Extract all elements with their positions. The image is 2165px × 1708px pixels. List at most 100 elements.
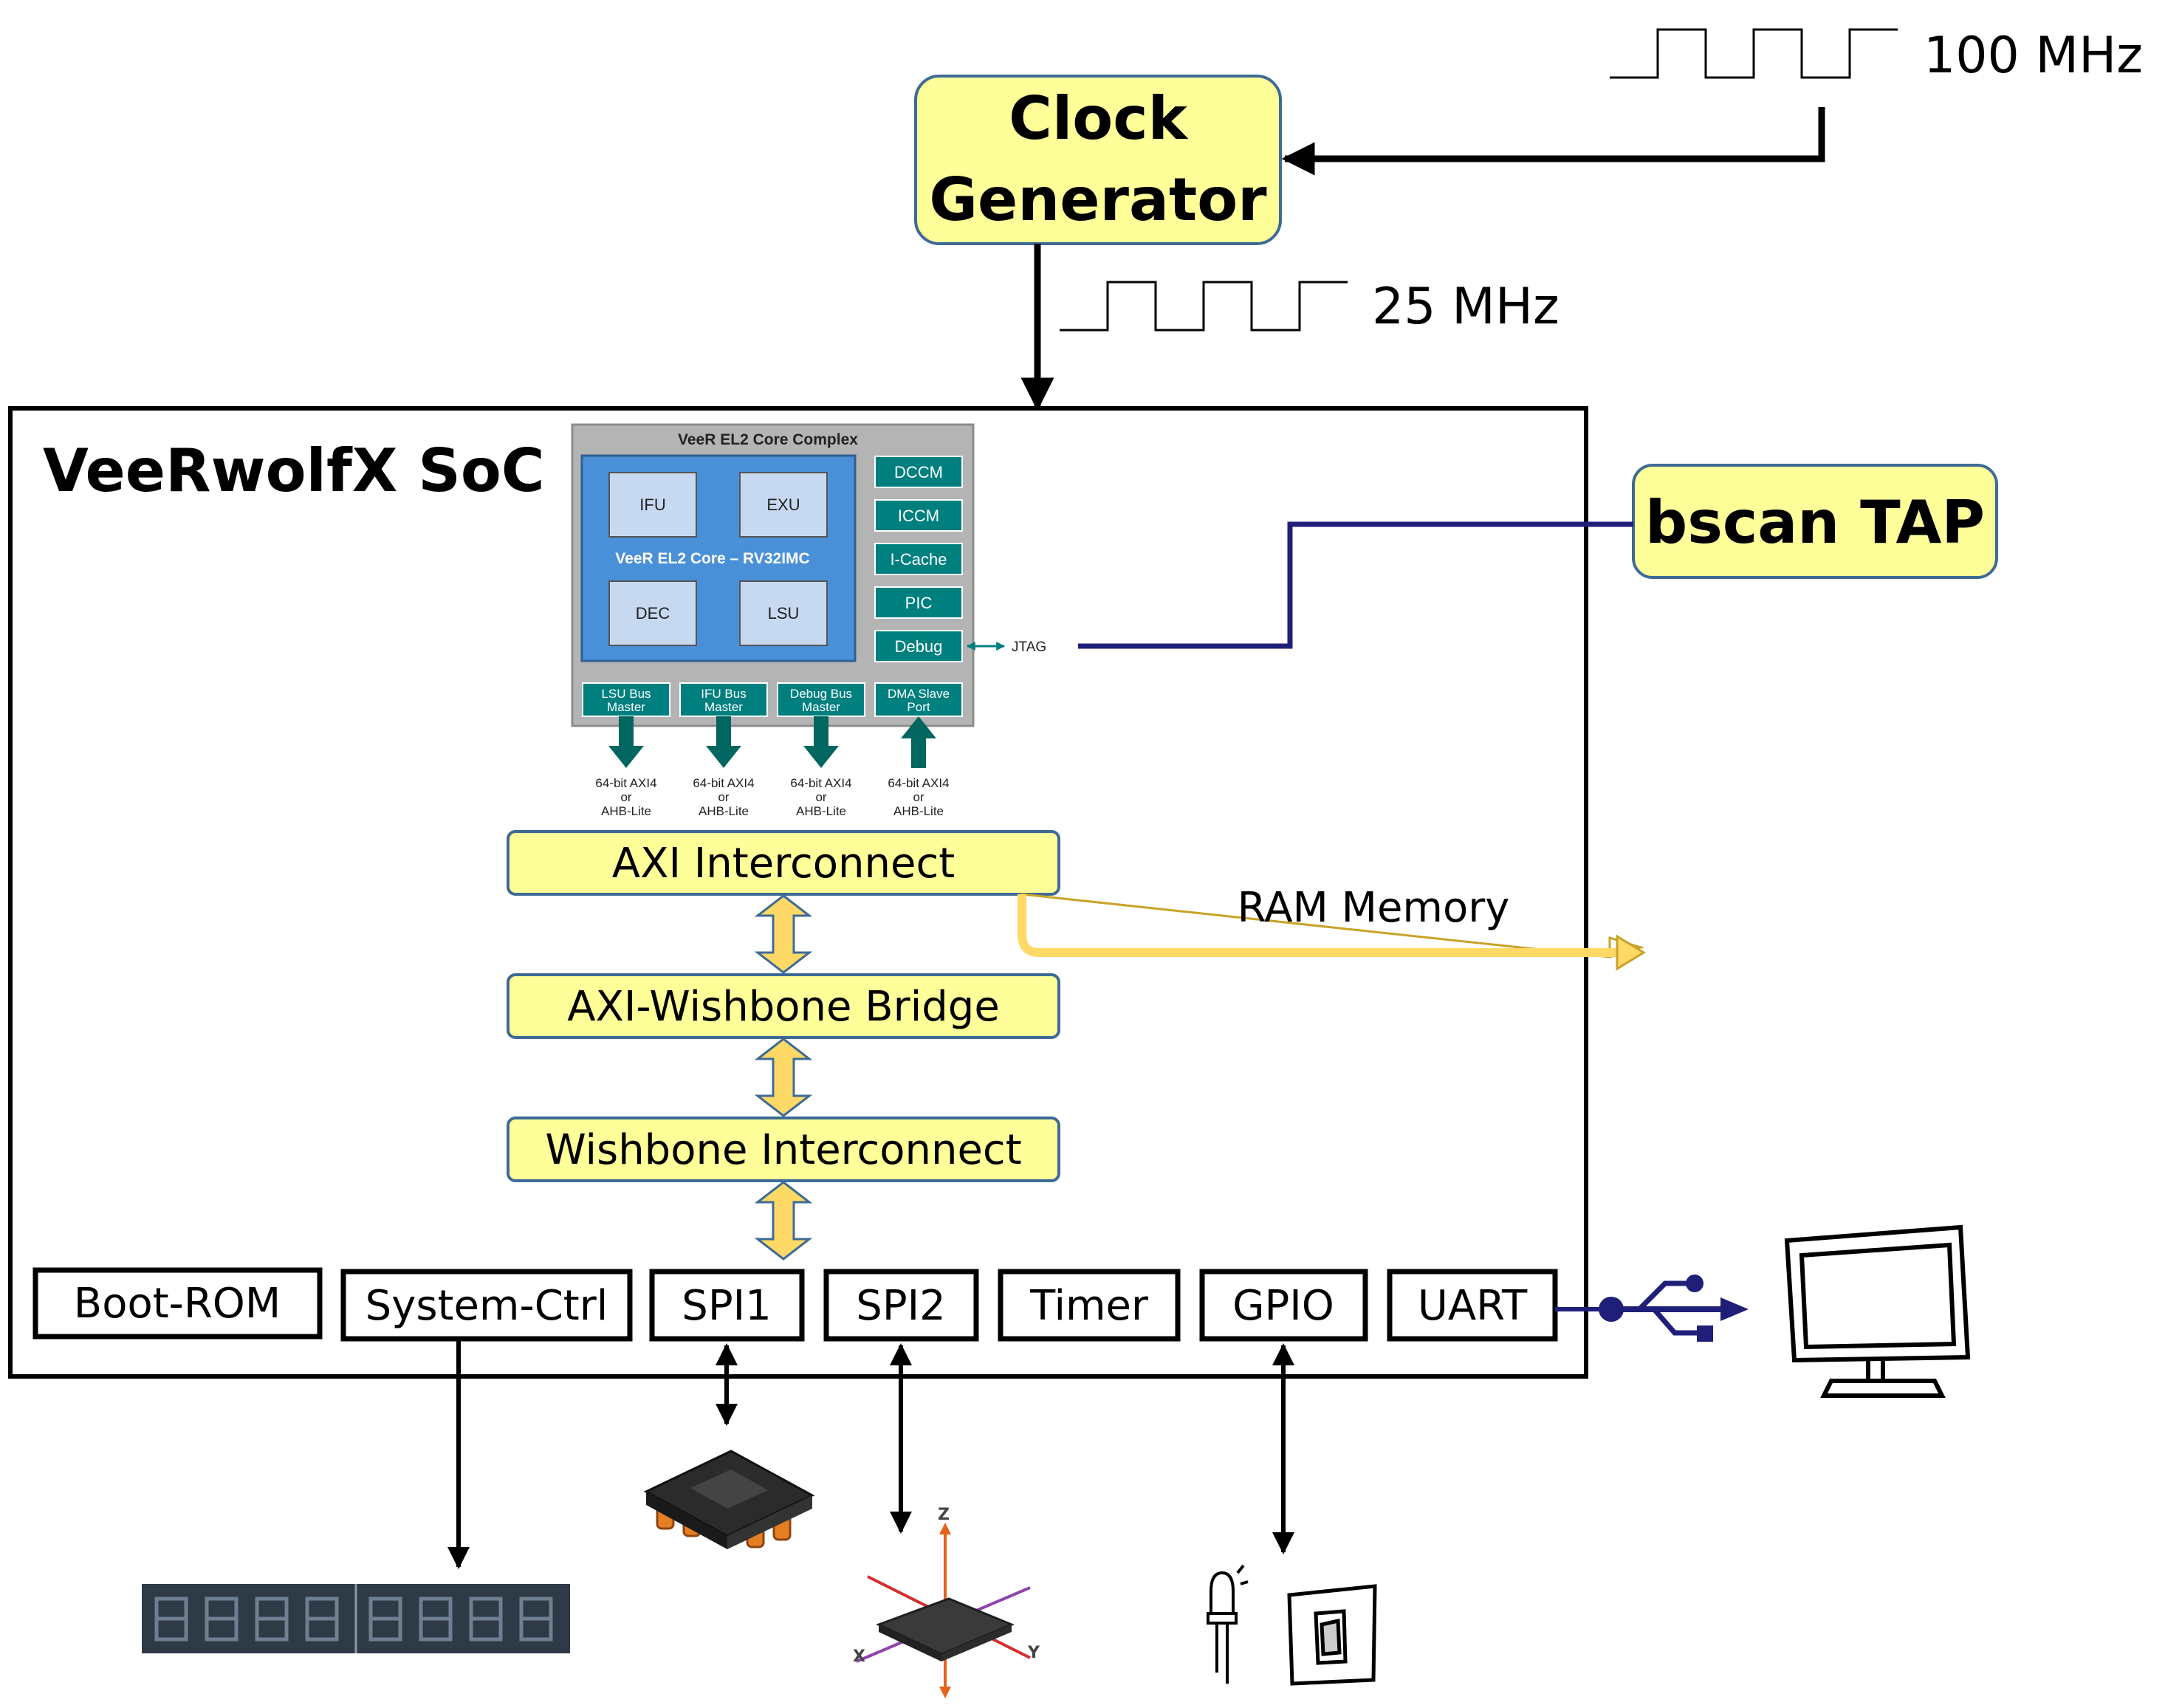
axi-wishbone-bridge-block[interactable]: AXI-Wishbone Bridge [507,973,1060,1039]
bus-note-dma: 64-bit AXI4 or AHB-Lite [888,776,949,818]
bus-note-ifu: 64-bit AXI4 or AHB-Lite [693,776,754,818]
bus-double-arrow-3 [754,1181,813,1261]
unit-dec [608,580,697,646]
port-lsu-bus [582,682,670,717]
usb-icon [1599,1275,1749,1342]
unit-dec-label: DEC [636,604,670,623]
peripheral-uart[interactable]: UART [1387,1269,1558,1342]
motion-sensor-icon: Z X Y [853,1506,1040,1698]
clock-generator-line1: Clock [1009,84,1189,153]
axi-interconnect-label: AXI Interconnect [612,840,955,888]
soc-title: VeeRwolfX SoC [43,436,545,505]
peripheral-spi2-label: SPI2 [856,1282,945,1330]
bus-note-debug: 64-bit AXI4 or AHB-Lite [790,776,851,818]
port-dma-line1: DMA Slave [888,687,950,701]
ram-memory-arrow-head [1616,934,1646,971]
side-dccm-label: DCCM [894,463,943,481]
clock-generator-block[interactable]: Clock Generator [914,75,1282,245]
bus-note-ifu-line2: or [718,790,729,804]
side-dccm [874,456,963,488]
monitor-icon [1784,1224,1971,1398]
ram-memory-label: RAM Memory [1238,884,1510,932]
peripheral-spi1-label: SPI1 [682,1282,771,1330]
unit-ifu-label: IFU [639,495,665,514]
peripheral-system-ctrl[interactable]: System-Ctrl [340,1269,633,1342]
jtag-link-line [1078,521,1633,649]
sensor-axis-x: X [853,1647,865,1666]
sensor-axis-z: Z [938,1506,950,1524]
wishbone-interconnect-block[interactable]: Wishbone Interconnect [507,1117,1060,1182]
port-dma-slave [874,682,963,717]
bus-note-dma-line1: 64-bit AXI4 [888,776,949,790]
core-complex: VeeR EL2 Core Complex VeeR EL2 Core – RV… [571,423,1046,727]
side-icache-label: I-Cache [890,550,947,569]
peripheral-gpio[interactable]: GPIO [1199,1269,1368,1342]
port-debug-line2: Master [802,700,840,714]
peripheral-system-ctrl-label: System-Ctrl [366,1282,608,1330]
side-pic [874,586,963,619]
peripheral-boot-rom[interactable]: Boot-ROM [32,1267,323,1340]
axi-interconnect-block[interactable]: AXI Interconnect [507,830,1060,896]
bus-note-lsu-line3: AHB-Lite [601,804,651,818]
peripheral-uart-label: UART [1418,1282,1528,1330]
bus-double-arrow-2 [754,1038,813,1117]
axi-wishbone-bridge-label: AXI-Wishbone Bridge [567,983,1000,1031]
port-ifu-line1: IFU Bus [701,687,746,701]
unit-exu [739,472,828,538]
side-debug-label: Debug [895,637,943,656]
bus-note-lsu-line2: or [620,790,631,804]
bscan-tap-block[interactable]: bscan TAP [1632,464,1998,579]
port-debug-line1: Debug Bus [790,687,852,701]
ram-memory-arrow-fill [1018,894,1617,957]
peripheral-spi2[interactable]: SPI2 [823,1269,979,1342]
bus-note-ifu-line1: 64-bit AXI4 [693,776,754,790]
sensor-axis-y: Y [1027,1644,1040,1662]
side-iccm-label: ICCM [898,507,939,525]
peripheral-spi1[interactable]: SPI1 [649,1269,805,1342]
jtag-label: JTAG [1012,639,1046,655]
bus-double-arrow-1 [754,894,813,974]
port-lsu-line1: LSU Bus [601,687,651,701]
clock-input-arrow [1281,107,1825,176]
soc-boundary [8,406,1588,1379]
core-label: VeeR EL2 Core – RV32IMC [615,550,809,567]
port-dma-line2: Port [907,700,930,714]
unit-lsu-label: LSU [768,604,800,623]
bscan-tap-label: bscan TAP [1645,488,1985,557]
port-ifu-line2: Master [704,700,743,714]
unit-lsu [739,580,828,646]
core-bus-arrows [608,716,936,768]
bus-note-debug-line3: AHB-Lite [796,804,846,818]
freq-in-label: 100 MHz [1924,27,2143,85]
clock-generator-line2: Generator [929,165,1267,234]
freq-out-label: 25 MHz [1372,278,1560,336]
bus-note-dma-line2: or [913,790,924,804]
flash-chip-icon [643,1450,815,1549]
bus-note-lsu-line1: 64-bit AXI4 [595,776,656,790]
unit-ifu [608,472,697,538]
bus-note-ifu-line3: AHB-Lite [699,804,749,818]
port-lsu-line2: Master [607,700,645,714]
peripheral-timer[interactable]: Timer [998,1269,1181,1342]
clock-25mhz-waveform [1060,281,1348,332]
peripheral-gpio-label: GPIO [1232,1282,1334,1330]
side-icache [874,543,963,575]
led-icon [1207,1564,1249,1684]
port-ifu-bus [679,682,768,717]
seven-segment-display-icon [142,1584,570,1653]
peripheral-boot-rom-label: Boot-ROM [74,1280,281,1328]
bus-note-dma-line3: AHB-Lite [893,804,944,818]
peripheral-timer-label: Timer [1029,1282,1149,1330]
side-debug [874,630,963,662]
bus-note-debug-line2: or [815,790,826,804]
unit-exu-label: EXU [766,495,800,514]
switch-icon [1287,1584,1377,1686]
bus-note-debug-line1: 64-bit AXI4 [790,776,851,790]
wishbone-interconnect-label: Wishbone Interconnect [545,1126,1021,1174]
clock-100mhz-waveform [1610,28,1898,79]
side-pic-label: PIC [905,594,933,612]
port-debug-bus [777,682,865,717]
side-iccm [874,499,963,532]
bus-note-lsu: 64-bit AXI4 or AHB-Lite [595,776,656,818]
core-complex-title: VeeR EL2 Core Complex [678,431,858,448]
